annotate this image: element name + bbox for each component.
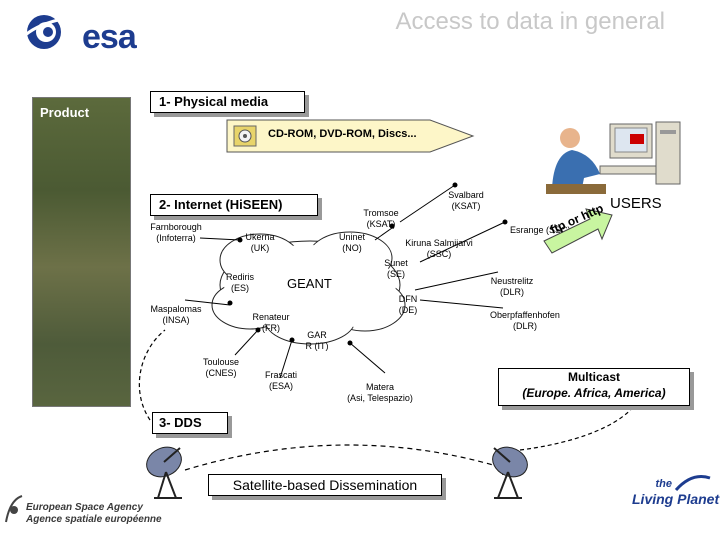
- node-dfn: DFN (DE): [398, 294, 418, 315]
- node-farnborough: Farnborough (Infoterra): [150, 222, 202, 243]
- satellite-dish-right-icon: [492, 446, 528, 499]
- esa-logo-text: esa: [82, 18, 137, 56]
- multicast-regions: (Europe. Africa, America): [522, 386, 666, 400]
- internet-cloud: [211, 231, 406, 345]
- node-matera: Matera (Asi, Telespazio): [347, 382, 413, 403]
- page-title: Access to data in general: [395, 8, 666, 35]
- satellite-dish-left-icon: [146, 446, 182, 499]
- node-svalbard: Svalbard (KSAT): [448, 190, 484, 211]
- node-maspalomas: Maspalomas (INSA): [150, 304, 202, 325]
- living-planet-swirl-icon: [674, 475, 711, 492]
- node-frascati: Frascati (ESA): [264, 370, 297, 391]
- geant-label: GEANT: [287, 276, 332, 291]
- dds-label: 3- DDS: [152, 412, 228, 434]
- node-ukerna: Ukerna (UK): [245, 232, 275, 253]
- node-uninet: Uninet (NO): [338, 232, 365, 253]
- computer-user-icon: [546, 121, 681, 194]
- node-kiruna: Kiruna Salmijarvi (SSC): [405, 238, 473, 259]
- multicast-box: Multicast (Europe. Africa, America): [498, 368, 690, 406]
- node-rediris: Rediris (ES): [225, 272, 254, 293]
- satellite-dissemination-label: Satellite-based Dissemination: [208, 474, 442, 496]
- living-planet-the: the: [655, 478, 673, 490]
- physical-media-arrow: [226, 119, 475, 153]
- multicast-title: Multicast: [567, 370, 620, 384]
- esa-footer-mark-icon: [5, 495, 23, 523]
- users-label: USERS: [610, 195, 662, 212]
- node-esrange: Esrange (SSC): [510, 225, 571, 235]
- node-oberpfaffenhofen: Oberpfaffenhofen (DLR): [490, 310, 560, 331]
- physical-media-arrow-text: CD-ROM, DVD-ROM, Discs...: [268, 128, 417, 140]
- node-renateur: Renateur (FR): [252, 312, 290, 333]
- agency-name: European Space Agency Agence spatiale eu…: [26, 502, 162, 526]
- esa-swirl-icon: [20, 15, 61, 49]
- node-toulouse: Toulouse (CNES): [202, 357, 240, 378]
- product-label: Product: [40, 105, 90, 120]
- node-sunet: Sunet (SE): [384, 258, 408, 279]
- physical-media-label: 1- Physical media: [150, 91, 305, 113]
- product-satellite-image: [32, 97, 131, 407]
- internet-label: 2- Internet (HiSEEN): [150, 194, 318, 216]
- cd-icon: [233, 125, 257, 147]
- esa-logo: esa: [20, 12, 140, 56]
- ftp-http-arrow: [543, 208, 613, 254]
- node-tromsoe: Tromsoe (KSAT): [363, 208, 399, 229]
- agency-name-en: European Space Agency: [26, 502, 143, 513]
- agency-name-fr: Agence spatiale européenne: [26, 514, 162, 525]
- node-garr: GAR R (IT): [305, 330, 329, 351]
- node-neustrelitz: Neustrelitz (DLR): [490, 276, 534, 297]
- living-planet-text: Living Planet: [632, 491, 720, 507]
- living-planet-logo: the Living Planet: [632, 476, 720, 507]
